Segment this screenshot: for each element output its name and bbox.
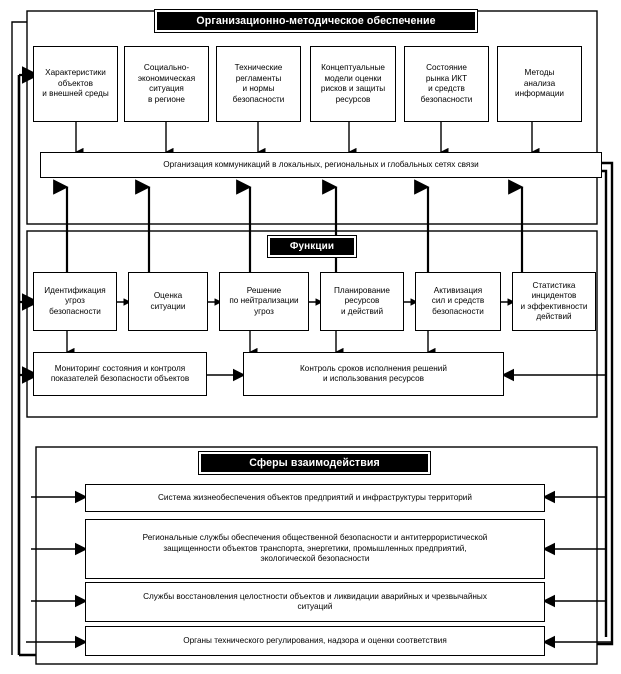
row-regional-security-services[interactable]: Региональные службы обеспечения обществе… bbox=[85, 519, 545, 579]
box-label: Концептуальные модели оценки рисков и за… bbox=[320, 63, 386, 104]
box-ict-market-state[interactable]: Состояние рынка ИКТ и средств безопаснос… bbox=[404, 46, 489, 122]
row-life-support-system[interactable]: Система жизнеобеспечения объектов предпр… bbox=[85, 484, 545, 512]
sphere-right-inflows bbox=[542, 490, 612, 649]
box-conceptual-risk-models[interactable]: Концептуальные модели оценки рисков и за… bbox=[310, 46, 396, 122]
box-deadline-control[interactable]: Контроль сроков исполнения решений и исп… bbox=[243, 352, 504, 396]
box-label: Идентификация угроз безопасности bbox=[44, 285, 106, 316]
box-label: Региональные службы обеспечения обществе… bbox=[142, 533, 488, 564]
box-state-monitoring[interactable]: Мониторинг состояния и контроля показате… bbox=[33, 352, 207, 396]
box-socioeconomic-situation[interactable]: Социально- экономическая ситуация в реги… bbox=[124, 46, 209, 122]
right-vertical-bus bbox=[597, 161, 614, 646]
box-object-characteristics[interactable]: Характеристики объектов и внешней среды bbox=[33, 46, 118, 122]
row-technical-regulation-bodies[interactable]: Органы технического регулирования, надзо… bbox=[85, 626, 545, 656]
box-label: Технические регламенты и нормы безопасно… bbox=[232, 63, 285, 104]
bus-up-arrows bbox=[53, 179, 524, 272]
box-label: Планирование ресурсов и действий bbox=[334, 285, 390, 316]
box-label: Контроль сроков исполнения решений и исп… bbox=[300, 363, 447, 384]
banner-organizational-support: Организационно-методическое обеспечение bbox=[154, 9, 478, 33]
top-down-arrows bbox=[75, 121, 540, 157]
box-label: Мониторинг состояния и контроля показате… bbox=[50, 363, 190, 384]
box-incident-statistics[interactable]: Статистика инцидентов и эффективности де… bbox=[512, 272, 596, 331]
box-label: Службы восстановления целостности объект… bbox=[143, 591, 487, 612]
box-technical-regulations[interactable]: Технические регламенты и нормы безопасно… bbox=[216, 46, 301, 122]
box-threat-neutralization-decision[interactable]: Решение по нейтрализации угроз bbox=[219, 272, 309, 331]
box-label: Состояние рынка ИКТ и средств безопаснос… bbox=[420, 63, 473, 104]
left-vertical-bus bbox=[17, 75, 36, 657]
box-label: Организация коммуникаций в локальных, ре… bbox=[163, 159, 479, 169]
box-label: Социально- экономическая ситуация в реги… bbox=[137, 63, 196, 104]
box-label: Оценка ситуации bbox=[150, 291, 186, 311]
box-label: Система жизнеобеспечения объектов предпр… bbox=[158, 492, 472, 502]
left-inner-bus bbox=[11, 21, 27, 655]
box-forces-activation[interactable]: Активизация сил и средств безопасности bbox=[415, 272, 501, 331]
banner-functions: Функции bbox=[267, 235, 357, 258]
box-label: Характеристики объектов и внешней среды bbox=[42, 68, 109, 99]
function-down-arrows bbox=[66, 331, 436, 357]
sphere-left-outflows bbox=[26, 490, 88, 649]
box-threat-identification[interactable]: Идентификация угроз безопасности bbox=[33, 272, 117, 331]
box-label: Активизация сил и средств безопасности bbox=[431, 285, 485, 316]
box-label: Решение по нейтрализации угроз bbox=[229, 285, 299, 316]
box-information-analysis-methods[interactable]: Методы анализа информации bbox=[497, 46, 582, 122]
box-label: Органы технического регулирования, надзо… bbox=[183, 635, 447, 645]
row-restoration-services[interactable]: Службы восстановления целостности объект… bbox=[85, 582, 545, 622]
box-label: Методы анализа информации bbox=[515, 68, 564, 99]
box-communication-organization[interactable]: Организация коммуникаций в локальных, ре… bbox=[40, 152, 602, 178]
box-situation-assessment[interactable]: Оценка ситуации bbox=[128, 272, 208, 331]
box-resource-action-planning[interactable]: Планирование ресурсов и действий bbox=[320, 272, 404, 331]
banner-interaction-spheres: Сферы взаимодействия bbox=[198, 451, 431, 475]
box-label: Статистика инцидентов и эффективности де… bbox=[520, 280, 588, 322]
